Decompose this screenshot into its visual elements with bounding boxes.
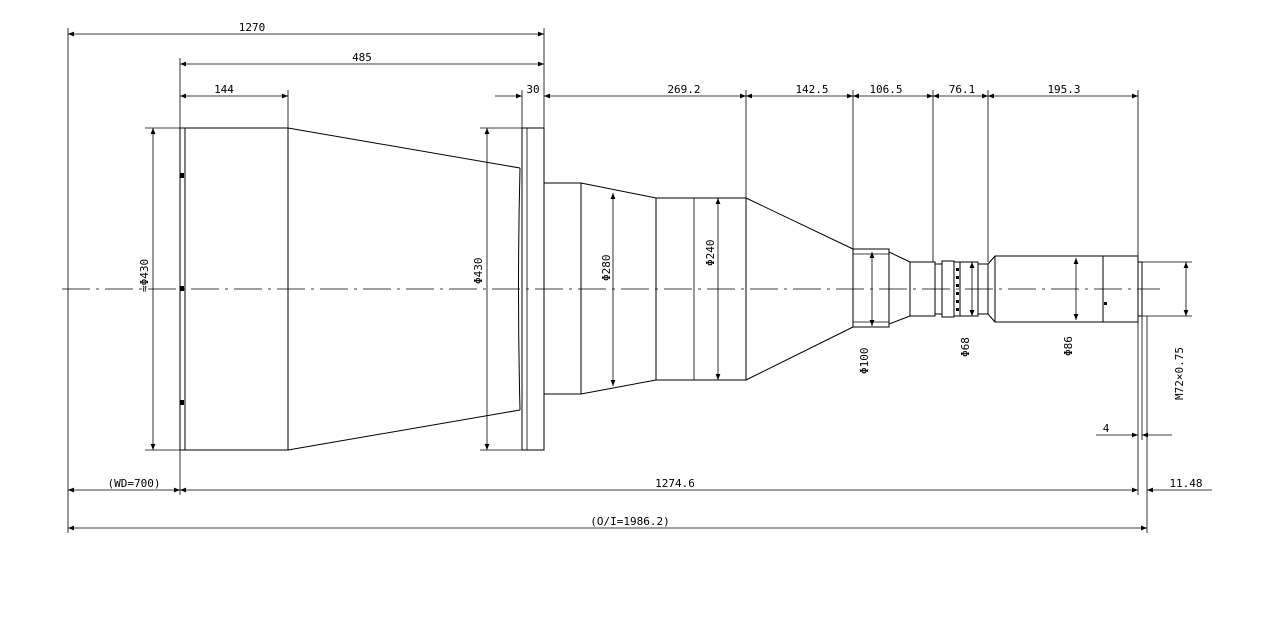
dim-front-section: 485 (352, 51, 372, 64)
dim-diameter-100: Φ100 (858, 348, 871, 375)
dim-front-barrel: 144 (214, 83, 234, 96)
dim-d68-section: 76.1 (949, 83, 976, 96)
focus-ring-marks (956, 268, 959, 311)
section-280 (543, 182, 582, 395)
thread (1137, 261, 1143, 317)
dim-overall-length: 1270 (239, 21, 266, 34)
dim-thread-depth: 4 (1103, 422, 1110, 435)
lens-body (179, 127, 1143, 451)
front-cone (287, 127, 521, 451)
section-240 (655, 197, 747, 381)
dim-lens-length: 1274.6 (655, 477, 695, 490)
top-dimensions: 1270 485 144 30 269.2 142.5 106.5 76.1 1… (67, 21, 1139, 533)
dim-flange: 30 (526, 83, 539, 96)
section-100 (852, 248, 890, 328)
dim-rear-section: 195.3 (1047, 83, 1080, 96)
dim-mid-section: 269.2 (667, 83, 700, 96)
diameter-dimensions: ≈Φ430 Φ430 Φ280 Φ240 Φ100 Φ68 Φ86 M72×0.… (138, 127, 1192, 451)
dim-working-distance: (WD=700) (108, 477, 161, 490)
bottom-dimensions: 4 (WD=700) 1274.6 11.48 (O/I=1986.2) (68, 316, 1212, 533)
dim-taper: 142.5 (795, 83, 828, 96)
dim-diameter-flange: Φ430 (472, 258, 485, 285)
dim-thread: M72×0.75 (1173, 347, 1186, 400)
dim-diameter-86: Φ86 (1062, 336, 1075, 356)
dim-diameter-68: Φ68 (959, 337, 972, 357)
dim-diameter-280: Φ280 (600, 255, 613, 282)
dim-back-focus: 11.48 (1169, 477, 1202, 490)
taper (745, 197, 854, 381)
dim-diameter-240: Φ240 (704, 240, 717, 267)
dim-d100-section: 106.5 (869, 83, 902, 96)
dim-object-image-distance: (O/I=1986.2) (590, 515, 669, 528)
dim-diameter-front: ≈Φ430 (138, 259, 151, 292)
